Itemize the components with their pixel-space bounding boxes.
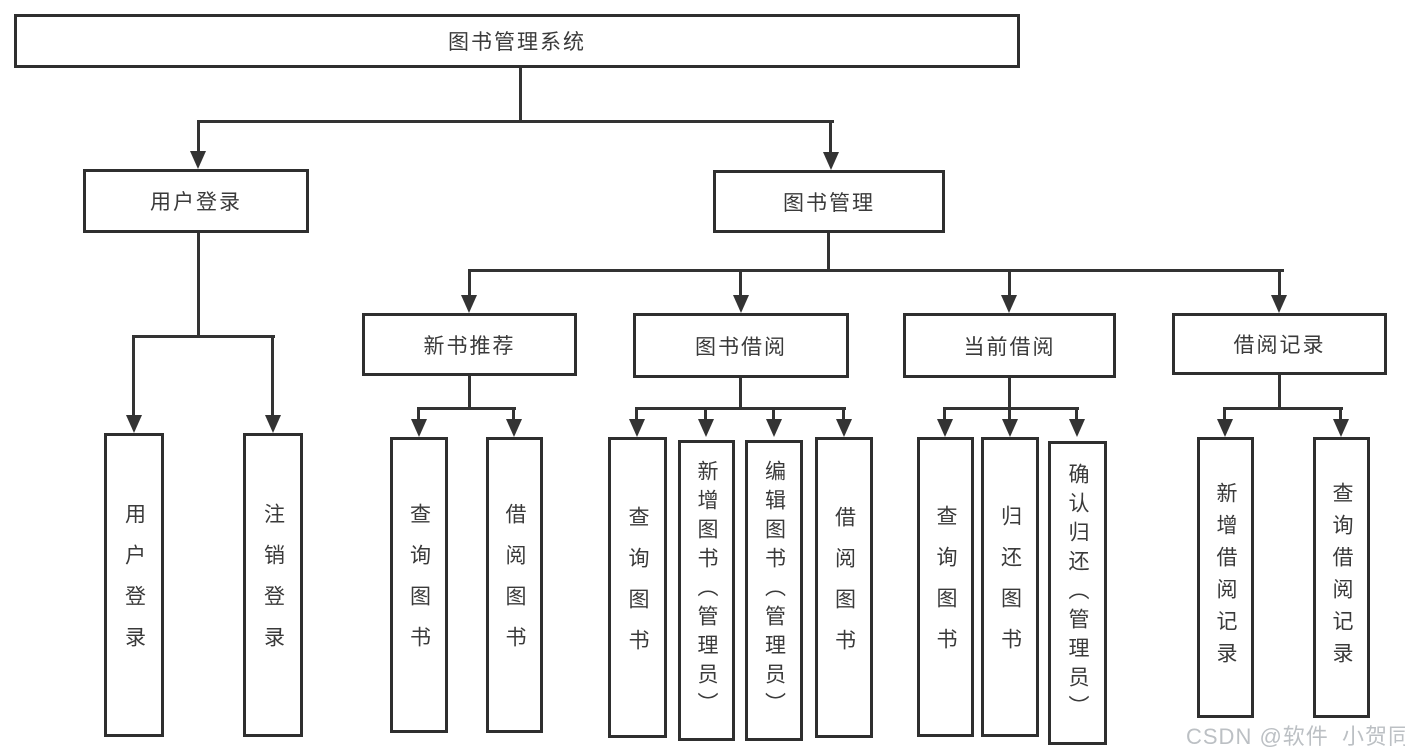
node-label: 新书推荐 — [423, 334, 516, 358]
node-borrow-records: 借阅记录 — [1172, 313, 1387, 375]
edge-borrow-records-rail — [1224, 407, 1343, 410]
edge-book-borrow-rail — [636, 407, 846, 410]
edge-to-current-borrow — [1008, 269, 1011, 295]
edge-to-leaf — [772, 407, 775, 419]
edge-book-management-stem — [827, 233, 830, 272]
edge-to-leaf — [417, 407, 420, 419]
leaf-label: 确认归还（管理员） — [1066, 462, 1089, 724]
edge-recommend-rail — [418, 407, 516, 410]
edge-to-borrow-records — [1278, 269, 1281, 295]
edge-book-borrow-stem — [739, 378, 742, 409]
arrow-down-icon — [265, 415, 281, 433]
arrow-down-icon — [506, 419, 522, 437]
arrow-down-icon — [461, 295, 477, 313]
leaf-query-borrow-record: 查询借阅记录 — [1313, 437, 1370, 718]
arrow-down-icon — [823, 152, 839, 170]
arrow-down-icon — [1271, 295, 1287, 313]
leaf-logout: 注销登录 — [243, 433, 303, 737]
edge-level2-rail — [197, 120, 834, 123]
edge-level3-rail — [468, 269, 1284, 272]
node-label: 图书管理 — [783, 191, 875, 215]
leaf-borrow-books: 借阅图书 — [815, 437, 873, 738]
edge-to-leaf — [1075, 407, 1078, 419]
node-book-borrow: 图书借阅 — [633, 313, 849, 378]
leaf-borrow-books: 借阅图书 — [486, 437, 543, 733]
leaf-label: 查询借阅记录 — [1330, 481, 1353, 674]
edge-user-login-stem — [197, 232, 200, 337]
leaf-query-books: 查询图书 — [390, 437, 448, 733]
leaf-confirm-return-admin: 确认归还（管理员） — [1048, 441, 1107, 745]
leaf-label: 查询图书 — [626, 505, 649, 670]
leaf-query-books: 查询图书 — [917, 437, 974, 737]
edge-to-leaf — [1223, 407, 1226, 419]
arrow-down-icon — [937, 419, 953, 437]
edge-to-leaf — [512, 407, 515, 419]
arrow-down-icon — [629, 419, 645, 437]
arrow-down-icon — [766, 419, 782, 437]
arrow-down-icon — [836, 419, 852, 437]
node-new-book-recommend: 新书推荐 — [362, 313, 577, 376]
node-user-login: 用户登录 — [83, 169, 309, 233]
leaf-user-login: 用户登录 — [104, 433, 164, 737]
edge-to-leaf — [842, 407, 845, 419]
arrow-down-icon — [1001, 295, 1017, 313]
arrow-down-icon — [1333, 419, 1349, 437]
edge-to-user-login — [197, 120, 200, 152]
leaf-label: 新增图书（管理员） — [695, 460, 718, 721]
leaf-label: 编辑图书（管理员） — [762, 460, 786, 721]
leaf-query-books: 查询图书 — [608, 437, 667, 738]
edge-user-login-rail — [132, 335, 275, 338]
arrow-down-icon — [698, 419, 714, 437]
node-book-management: 图书管理 — [713, 170, 945, 233]
leaf-label: 借阅图书 — [832, 505, 856, 670]
edge-to-leaf — [1008, 407, 1011, 419]
arrow-down-icon — [190, 151, 206, 169]
edge-to-leaf — [704, 407, 707, 419]
arrow-down-icon — [733, 295, 749, 313]
edge-to-leaf-logout — [271, 335, 274, 415]
node-current-borrow: 当前借阅 — [903, 313, 1116, 378]
arrow-down-icon — [411, 419, 427, 437]
edge-to-book-management — [829, 120, 832, 153]
leaf-label: 用户登录 — [122, 503, 146, 667]
edge-to-new-book-recommend — [468, 269, 471, 295]
leaf-label: 注销登录 — [261, 503, 285, 667]
leaf-label: 新增借阅记录 — [1214, 481, 1237, 674]
leaf-add-books-admin: 新增图书（管理员） — [678, 440, 735, 741]
edge-borrow-records-stem — [1278, 375, 1281, 409]
leaf-add-borrow-record: 新增借阅记录 — [1197, 437, 1254, 718]
edge-to-leaf — [1339, 407, 1342, 419]
csdn-watermark: CSDN @软件_小贺同学 — [1186, 724, 1405, 747]
edge-current-borrow-rail — [944, 407, 1079, 410]
node-label: 借阅记录 — [1233, 334, 1326, 357]
leaf-label: 归还图书 — [998, 505, 1022, 669]
edge-to-book-borrow — [739, 269, 742, 295]
node-library-system: 图书管理系统 — [14, 14, 1020, 68]
edge-to-leaf-user-login — [132, 335, 135, 415]
edge-to-leaf — [635, 407, 638, 419]
edge-current-borrow-stem — [1008, 378, 1011, 409]
edge-to-leaf — [943, 407, 946, 419]
edge-recommend-stem — [468, 376, 471, 409]
arrow-down-icon — [1069, 419, 1085, 437]
leaf-edit-books-admin: 编辑图书（管理员） — [745, 440, 803, 741]
leaf-label: 借阅图书 — [503, 503, 526, 667]
arrow-down-icon — [1002, 419, 1018, 437]
leaf-label: 查询图书 — [934, 505, 957, 669]
leaf-label: 查询图书 — [407, 503, 431, 667]
node-label: 图书管理系统 — [448, 31, 586, 54]
arrow-down-icon — [126, 415, 142, 433]
node-label: 图书借阅 — [695, 335, 787, 359]
arrow-down-icon — [1217, 419, 1233, 437]
node-label: 当前借阅 — [963, 335, 1056, 359]
leaf-return-books: 归还图书 — [981, 437, 1039, 737]
edge-root-stem — [519, 68, 522, 121]
node-label: 用户登录 — [150, 191, 242, 214]
